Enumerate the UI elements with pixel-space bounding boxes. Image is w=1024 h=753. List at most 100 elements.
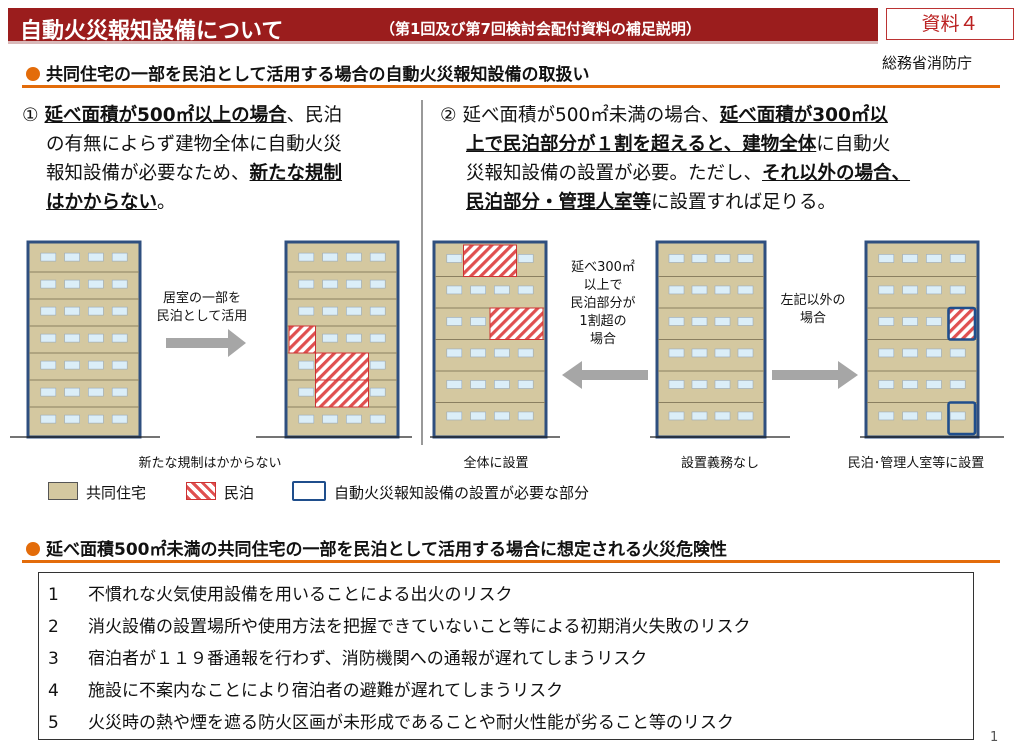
window [369, 279, 386, 289]
window [111, 360, 128, 370]
window [878, 285, 895, 295]
window [470, 411, 486, 421]
section2-heading: 延べ面積500㎡未満の共同住宅の一部を民泊として活用する場合に想定される火災危険… [46, 540, 727, 560]
window [298, 387, 315, 397]
arrow-label-line: 1割超の [579, 314, 627, 329]
window [878, 411, 895, 421]
window [298, 414, 315, 424]
window [40, 306, 57, 316]
window [88, 279, 104, 289]
arrow-label-line: 場合 [589, 332, 616, 347]
case2-number: ② [440, 105, 457, 126]
window [88, 360, 104, 370]
window [737, 254, 754, 263]
window [64, 252, 80, 262]
window [714, 285, 731, 295]
window [298, 306, 315, 316]
orange-bullet-icon [26, 542, 40, 556]
building-diagram [10, 240, 1004, 439]
window [322, 414, 338, 424]
alarm-frame [947, 401, 977, 436]
case2-emphasis-2: 上で民泊部分が１割を超えると、 [466, 134, 743, 155]
legend-minpaku-label: 民泊 [224, 484, 255, 502]
window [668, 285, 685, 295]
window [369, 414, 386, 424]
window [64, 333, 80, 343]
window [322, 333, 338, 343]
minpaku-unit [315, 352, 369, 381]
window [346, 333, 362, 343]
window [668, 317, 685, 326]
building-full-install [432, 240, 548, 439]
document-label: 資料４ [886, 8, 1014, 40]
window [714, 317, 731, 326]
window [902, 348, 918, 358]
window [902, 380, 918, 389]
case1-emphasis-1: 延べ面積が500㎡以上の場合 [44, 105, 287, 126]
agency-name: 総務省消防庁 [882, 54, 973, 72]
window [714, 411, 731, 421]
window [322, 252, 338, 262]
arrow-label-line: 居室の一部を [162, 291, 241, 306]
building-no-obligation [655, 240, 767, 439]
window [446, 348, 463, 358]
window [40, 360, 57, 370]
window [470, 348, 486, 358]
window [470, 285, 486, 295]
window [88, 306, 104, 316]
arrow-label-line: 左記以外の [780, 293, 846, 308]
window [64, 360, 80, 370]
window [691, 285, 708, 295]
window [691, 348, 708, 358]
page-subtitle: （第1回及び第7回検討会配付資料の補足説明） [380, 20, 701, 38]
window [346, 306, 362, 316]
risk-text: 施設に不案内なことにより宿泊者の避難が遅れてしまうリスク [88, 681, 564, 701]
case1-text: ① 延べ面積が500㎡以上の場合、民泊 の有無によらず建物全体に自動火災 報知設… [22, 101, 414, 217]
page-number: 1 [990, 730, 999, 745]
window [737, 317, 754, 326]
caption-no-obligation: 設置義務なし [680, 456, 759, 471]
window [494, 380, 510, 389]
window [691, 317, 708, 326]
window [737, 285, 754, 295]
window [878, 317, 895, 326]
window [346, 414, 362, 424]
arrow-right-icon [166, 329, 246, 357]
risk-number: 2 [48, 617, 59, 637]
window [40, 333, 57, 343]
window [111, 387, 128, 397]
arrow-label-line: 場合 [799, 311, 826, 326]
window [88, 333, 104, 343]
window [714, 380, 731, 389]
window [878, 380, 895, 389]
window [737, 380, 754, 389]
case1-line: の有無によらず建物全体に自動火災 [46, 134, 342, 155]
window [902, 411, 918, 421]
case2-emphasis-3: 建物全体 [742, 134, 817, 155]
window [40, 387, 57, 397]
window [369, 306, 386, 316]
building-before [26, 240, 142, 439]
window [111, 333, 128, 343]
window [446, 254, 463, 263]
case1-text-part: 。 [157, 192, 176, 213]
case1-emphasis-2: 新たな規制 [249, 163, 343, 184]
window [494, 411, 510, 421]
window [949, 380, 966, 389]
window [878, 254, 895, 263]
window [346, 252, 362, 262]
arrow-label-left: 居室の一部を 民泊として活用 [148, 290, 256, 326]
window [949, 254, 966, 263]
legend-apartment-swatch [48, 482, 78, 500]
case1-number: ① [22, 105, 39, 126]
window [369, 333, 386, 343]
window [517, 348, 534, 358]
section1-heading: 共同住宅の一部を民泊として活用する場合の自動火災報知設備の取扱い [46, 65, 590, 85]
window [926, 348, 942, 358]
case2-text: ② 延べ面積が500㎡未満の場合、延べ面積が300㎡以 上で民泊部分が１割を超え… [440, 101, 1010, 217]
page-title: 自動火災報知設備について [20, 19, 284, 44]
window [369, 387, 386, 397]
window [494, 348, 510, 358]
window [64, 279, 80, 289]
